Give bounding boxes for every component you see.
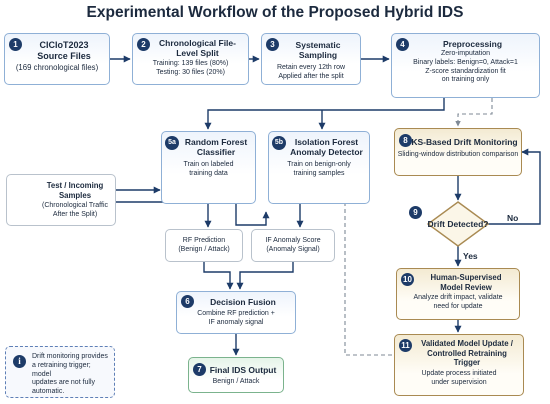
node-text: Zero-imputation [440, 50, 491, 57]
node-text: IF anomaly signal [208, 318, 264, 326]
node-text: Retain every 12th row [276, 64, 346, 71]
node-source-files: 1 CICIoT2023 Source Files (169 chronolog… [4, 33, 110, 85]
arrow-4-models [204, 98, 445, 130]
node-file-split: 2 Chronological File-Level Split Trainin… [132, 33, 249, 85]
node-title: Systematic Sampling [295, 40, 341, 60]
node-text: Combine RF prediction + [197, 310, 275, 317]
node-human-review: 10 Human-Supervised Model Review Analyze… [396, 268, 520, 320]
step-badge: 11 [399, 339, 412, 352]
step-badge: 10 [401, 273, 414, 286]
node-title: Final IDS Output [209, 365, 277, 375]
node-test-samples: Test / Incoming Samples (Chronological T… [6, 174, 116, 226]
node-text: Benign / Attack [212, 378, 260, 385]
note-text: Drift monitoring provides [32, 353, 108, 360]
node-title: Decision Fusion [210, 297, 276, 307]
node-ks-drift: 8 KS-Based Drift Monitoring Sliding-wind… [394, 128, 522, 176]
node-text: Applied after the split [278, 72, 344, 80]
node-text: Train on labeled [183, 161, 234, 168]
node-text: Training: 139 files (80%) [152, 60, 229, 67]
node-title: Chronological File-Level Split [159, 38, 236, 58]
node-text: Testing: 30 files (20%) [156, 68, 225, 76]
node-text: Sliding-window distribution comparison [397, 151, 519, 158]
node-title: Test / Incoming Samples [46, 181, 104, 200]
node-text: Binary labels: Benign=0, Attack=1 [413, 58, 518, 66]
arrow-rf-6 [203, 262, 234, 290]
step-badge: 3 [266, 38, 279, 51]
node-text: need for update [433, 302, 483, 310]
node-title: Random Forest Classifier [184, 137, 248, 157]
step-badge: 1 [9, 38, 22, 51]
node-decision-fusion: 6 Decision Fusion Combine RF prediction … [176, 291, 296, 334]
dashed-11-models [342, 195, 392, 356]
arrow-9-no [486, 148, 541, 225]
node-text: (169 chronological files) [15, 63, 99, 72]
node-text: IF Anomaly Score [265, 237, 321, 244]
node-text: After the Split) [52, 210, 98, 218]
arrow-if-6 [236, 262, 294, 290]
node-random-forest: 5a Random Forest Classifier Train on lab… [161, 131, 256, 204]
step-badge: 8 [399, 134, 412, 147]
note-text: a retraining trigger; model [32, 361, 91, 378]
branch-yes-label: Yes [463, 251, 478, 261]
step-badge: 5b [272, 136, 286, 150]
node-title: Human-Supervised Model Review [430, 273, 502, 292]
arrow-test-5b [116, 201, 270, 226]
info-note: i Drift monitoring provides a retraining… [5, 346, 115, 398]
branch-no-label: No [507, 213, 519, 223]
node-text: (Chronological Traffic [41, 202, 108, 210]
node-text: training samples [293, 169, 345, 177]
node-text: Analyze drift impact, validate [413, 294, 503, 302]
node-text: on training only [441, 76, 490, 84]
node-title: Isolation Forest Anomaly Detector [290, 137, 363, 157]
step-badge: 5a [165, 136, 179, 150]
node-preprocessing: 4 Preprocessing Zero-imputation Binary l… [391, 33, 540, 98]
step-badge: 9 [409, 206, 422, 219]
diagram-title: Experimental Workflow of the Proposed Hy… [86, 4, 464, 21]
node-text: (Benign / Attack) [178, 245, 230, 253]
step-badge: 6 [181, 295, 194, 308]
node-text: Update process initiated [421, 369, 497, 377]
node-if-score: IF Anomaly Score (Anomaly Signal) [251, 229, 335, 262]
note-text: updates are not fully [32, 379, 96, 387]
node-title: Validated Model Update / Controlled Retr… [421, 339, 513, 368]
node-isolation-forest: 5b Isolation Forest Anomaly Detector Tra… [268, 131, 370, 204]
decision-question: Drift Detected? [427, 219, 489, 229]
node-text: (Anomaly Signal) [266, 245, 320, 253]
node-text: Z-score standardization fit [425, 67, 506, 75]
step-badge: 7 [193, 363, 206, 376]
node-text: under supervision [431, 378, 487, 386]
node-model-update: 11 Validated Model Update / Controlled R… [394, 334, 524, 396]
node-final-output: 7 Final IDS Output Benign / Attack [188, 357, 284, 393]
note-text: automatic. [32, 388, 65, 396]
step-badge: 4 [396, 38, 409, 51]
node-text: Train on benign-only [287, 161, 351, 168]
node-text: RF Prediction [182, 237, 226, 244]
node-rf-prediction: RF Prediction (Benign / Attack) [165, 229, 243, 262]
node-sampling: 3 Systematic Sampling Retain every 12th … [261, 33, 361, 85]
dashed-4-8 [455, 98, 493, 127]
drift-decision-diamond [426, 201, 490, 247]
node-title: KS-Based Drift Monitoring [411, 137, 518, 147]
node-title: Preprocessing [442, 39, 503, 49]
node-text: training data [189, 169, 228, 177]
step-badge: 2 [137, 38, 150, 51]
node-title: CICIoT2023 Source Files [37, 40, 91, 61]
info-icon: i [13, 355, 26, 368]
